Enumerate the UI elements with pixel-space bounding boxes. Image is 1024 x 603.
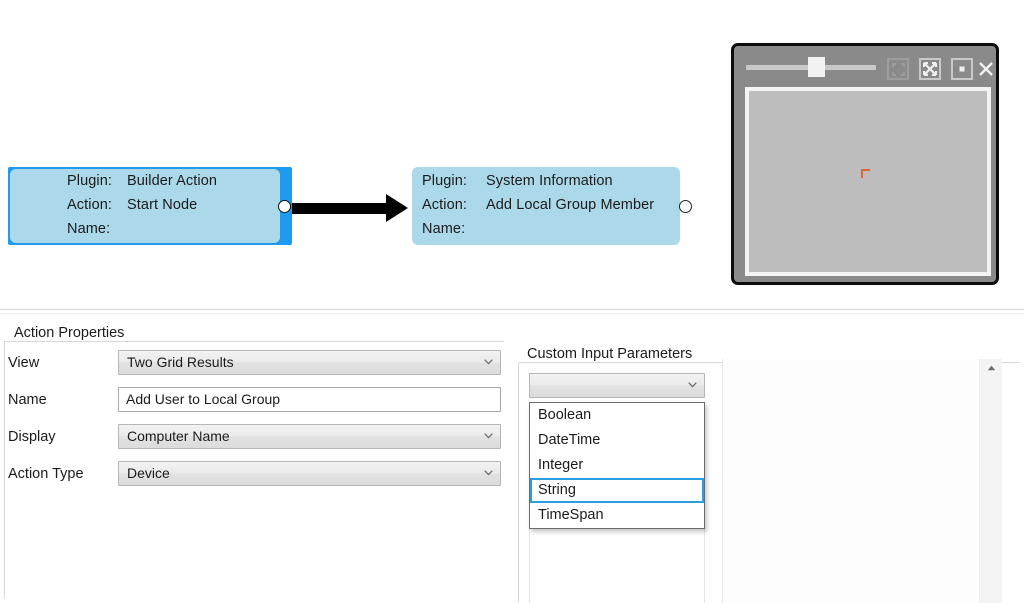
flow-canvas[interactable]: Plugin:Builder Action Action:Start Node … <box>0 0 1024 309</box>
node-start-action-value: Start Node <box>127 197 198 213</box>
node-sysinfo-name-row: Name: <box>422 221 486 237</box>
vertical-scrollbar[interactable] <box>979 359 1002 603</box>
node-sysinfo[interactable] <box>412 167 680 245</box>
action-properties-groupbox <box>4 341 504 599</box>
display-combobox-value: Computer Name <box>127 428 230 444</box>
dropdown-option-integer[interactable]: Integer <box>538 457 584 473</box>
node-sysinfo-action-value: Add Local Group Member <box>486 197 655 213</box>
scroll-up-arrow-icon[interactable] <box>980 359 1003 377</box>
node-sysinfo-action-label: Action: <box>422 197 468 213</box>
expand-button[interactable] <box>919 58 941 80</box>
restore-button[interactable] <box>951 58 973 80</box>
node-start[interactable] <box>10 169 280 243</box>
custom-input-parameters-legend: Custom Input Parameters <box>522 346 698 362</box>
node-sysinfo-name-label: Name: <box>422 221 466 237</box>
node-sysinfo-output-port[interactable] <box>679 200 692 213</box>
parameter-type-combobox[interactable] <box>529 373 705 398</box>
node-start-name-row: Name: <box>67 221 127 237</box>
zoom-slider[interactable] <box>746 57 876 77</box>
action-properties-legend: Action Properties <box>9 325 130 341</box>
view-label: View <box>8 355 40 371</box>
display-combobox[interactable]: Computer Name <box>118 424 501 449</box>
node-sysinfo-plugin-label: Plugin: <box>422 173 468 189</box>
name-input-value: Add User to Local Group <box>126 391 281 407</box>
view-combobox[interactable]: Two Grid Results <box>118 350 501 375</box>
parameter-list-panel[interactable] <box>722 359 1002 603</box>
dropdown-option-timespan[interactable]: TimeSpan <box>538 507 604 523</box>
node-start-action-label: Action: <box>67 197 113 213</box>
name-label: Name <box>8 392 47 408</box>
param-area-left-rule <box>529 505 530 603</box>
chevron-down-icon <box>484 359 493 365</box>
panel-splitter[interactable] <box>0 309 1024 314</box>
preview-window-toolbar <box>734 46 996 86</box>
node-start-plugin-value: Builder Action <box>127 173 218 189</box>
node-sysinfo-plugin-value: System Information <box>486 173 613 189</box>
close-x-icon <box>978 61 994 77</box>
connector-arrowhead <box>386 194 408 222</box>
zoom-slider-thumb[interactable] <box>808 57 825 77</box>
corner-marker-icon <box>861 169 870 178</box>
param-area-right-rule <box>704 505 705 603</box>
action-type-combobox[interactable]: Device <box>118 461 501 486</box>
node-start-name-label: Name: <box>67 221 111 237</box>
close-button[interactable] <box>975 58 997 80</box>
display-label: Display <box>8 429 56 445</box>
parameter-type-dropdown-list[interactable]: Boolean DateTime Integer String TimeSpan <box>529 402 705 529</box>
dropdown-option-string[interactable]: String <box>530 478 704 503</box>
node-start-action-row: Action: Start Node <box>67 197 197 213</box>
view-combobox-value: Two Grid Results <box>127 354 234 370</box>
node-sysinfo-action-row: Action: Add Local Group Member <box>422 197 654 213</box>
node-sysinfo-plugin-row: Plugin: System Information <box>422 173 613 189</box>
expand-arrows-icon <box>923 62 937 76</box>
node-start-plugin-label: Plugin: <box>67 173 113 189</box>
preview-window[interactable] <box>731 43 999 285</box>
fit-frame-icon <box>891 62 905 76</box>
preview-window-canvas[interactable] <box>745 87 991 276</box>
fit-to-screen-button[interactable] <box>887 58 909 80</box>
dropdown-option-datetime[interactable]: DateTime <box>538 432 601 448</box>
action-type-combobox-value: Device <box>127 465 170 481</box>
dropdown-option-boolean[interactable]: Boolean <box>538 407 592 423</box>
node-start-plugin-row: Plugin: Builder Action <box>67 173 217 189</box>
name-input[interactable]: Add User to Local Group <box>118 387 501 412</box>
node-start-output-port[interactable] <box>278 200 291 213</box>
parameter-list-body[interactable] <box>723 359 1002 603</box>
chevron-down-icon <box>688 382 697 388</box>
chevron-down-icon <box>484 433 493 439</box>
restore-square-icon <box>957 64 967 74</box>
connector-line[interactable] <box>292 203 388 214</box>
action-type-label: Action Type <box>8 466 84 482</box>
chevron-down-icon <box>484 470 493 476</box>
